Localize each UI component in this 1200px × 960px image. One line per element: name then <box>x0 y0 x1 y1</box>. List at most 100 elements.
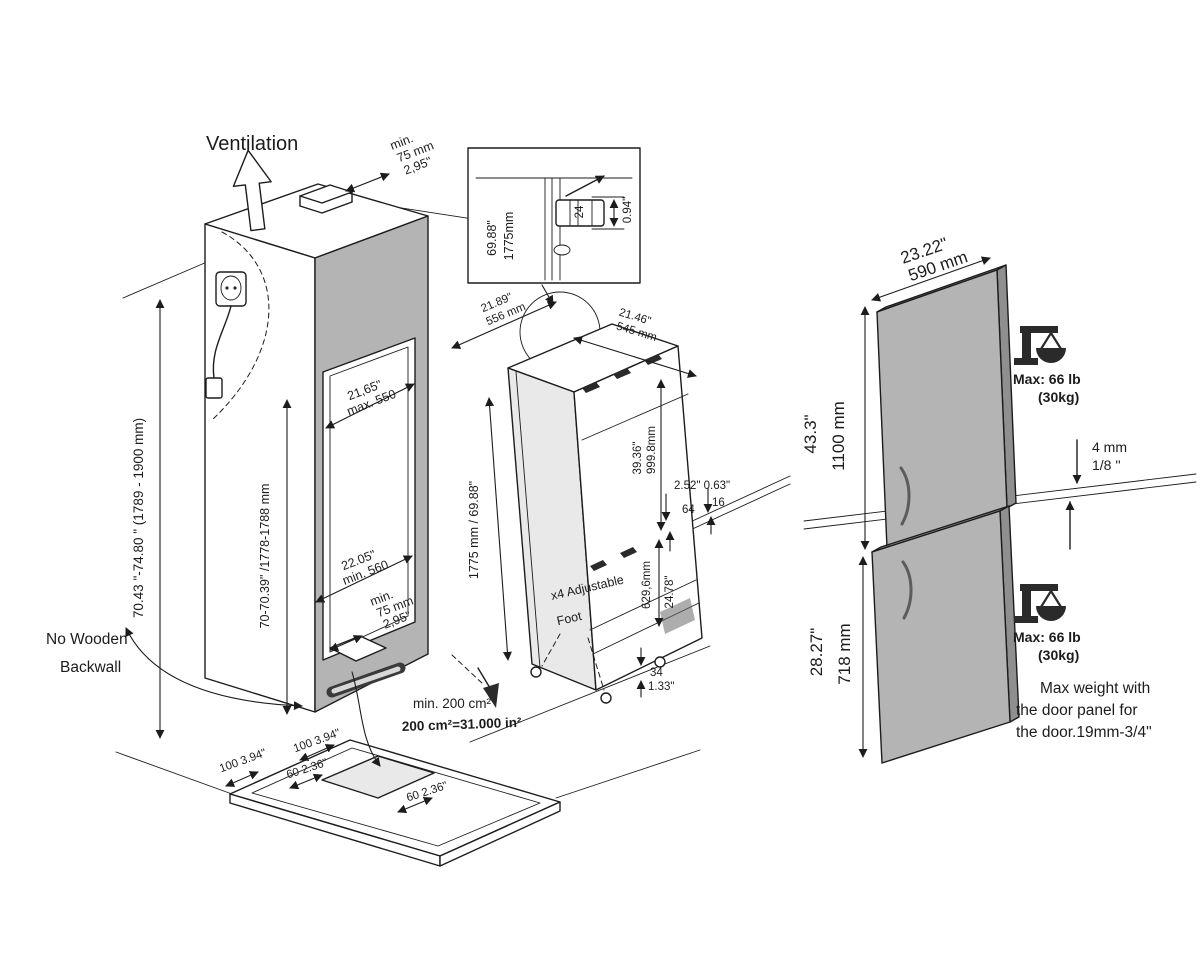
dim-gap-mm: 64 <box>682 504 695 516</box>
dim-niche-depth-top: 21,65" max. 550 <box>325 377 415 429</box>
dim-lower-in: 28.27" <box>807 628 826 677</box>
upper-panel-face <box>876 269 1008 549</box>
max-weight-lower-l2: (30kg) <box>1038 647 1079 663</box>
lower-panel-face <box>871 510 1011 764</box>
note-line2: the door panel for <box>1016 702 1138 719</box>
floor-line-right <box>555 749 701 799</box>
dim-freezer-mm: 629,6mm <box>641 561 653 609</box>
dim-upper-in: 43.3" <box>801 414 820 453</box>
dim-gap-mm2: 16 <box>712 497 725 509</box>
foot-wheel-1 <box>530 666 542 678</box>
base-plate-edge-right <box>439 801 561 867</box>
dim-fridge-height: 39.36" 999.8mm <box>632 379 666 531</box>
dim-depth-top-arrow <box>325 383 415 429</box>
power-outlet-icon <box>205 271 247 399</box>
inset-top-mm: 24 <box>574 205 586 218</box>
weight-limit-upper: Max: 66 lb (30kg) <box>1013 326 1081 405</box>
hinge-block-1 <box>582 382 600 393</box>
dim-foot-in: 1.33" <box>648 681 674 693</box>
foot-wheel-3 <box>654 656 666 668</box>
dim-gap-in: 2.52" 0.63" <box>674 480 730 492</box>
door-edge-line <box>515 371 541 669</box>
note-line3: the door.19mm-3/4" <box>1016 724 1152 741</box>
no-backwall-line1: No Wooden <box>46 631 128 648</box>
cable-route-dashed <box>211 231 270 421</box>
inset-height-mm: 1775mm <box>502 212 516 261</box>
floor-line-left <box>115 751 233 795</box>
base-plate-hole <box>321 755 435 799</box>
plinth-vent-slot-inner <box>331 666 401 694</box>
drawer-line <box>589 579 697 631</box>
foot-label-l2: Foot <box>555 609 583 628</box>
outlet-socket <box>220 275 242 301</box>
dim-door-gap: 2.52" 0.63" 64 16 <box>661 480 730 552</box>
vent-min-label: min. 200 cm² <box>413 696 492 711</box>
foot-wheel-2 <box>600 692 612 704</box>
dim-top-gap-arrow <box>345 172 390 193</box>
ventilation-label: Ventilation <box>206 133 298 155</box>
max-weight-lower-l1: Max: 66 lb <box>1013 629 1081 645</box>
dim-lower-panel-height: 28.27" 718 mm <box>807 556 868 758</box>
outlet-cord <box>212 305 232 379</box>
compressor-shade <box>660 598 695 634</box>
base-plate-border <box>251 747 541 847</box>
door-panels-drawing: 23.22" 590 mm 43.3" 1100 mm 28.27" 718 m… <box>801 234 1197 764</box>
panel-weight-note: Max weight with the door panel for the d… <box>1016 680 1152 741</box>
dim-panel-gap: 4 mm 1/8 '' <box>1065 439 1127 550</box>
lower-panel-handle-recess <box>901 560 913 620</box>
inset-top-in: 0.94" <box>622 197 634 223</box>
divider-block-2 <box>620 547 637 558</box>
inset-height-in: 69.88" <box>485 220 499 256</box>
outlet-pin-left <box>225 286 229 290</box>
dim-outer-label: 70.43 "-74.80 " (1789 - 1900 mm) <box>131 418 146 618</box>
dim-bottom-gap-arrow <box>329 635 363 651</box>
weight-limit-lower: Max: 66 lb (30kg) <box>1013 584 1081 663</box>
dim-freezer-in: 24.78" <box>664 576 676 609</box>
no-backwall-line2: Backwall <box>60 659 121 676</box>
outlet-pin-right <box>233 286 237 290</box>
dim-unit-height: 1775 mm / 69.88" <box>467 397 512 661</box>
inset-open-arrow <box>565 175 605 197</box>
ceiling-line-left <box>122 261 208 299</box>
cabinet-drawing: Ventilation min. 75 mm 2,95" 70.43 "-74.… <box>46 131 629 795</box>
dim-niche-label: 70-70.39" /1778-1788 mm <box>258 484 272 629</box>
dim-lower-mm: 718 mm <box>835 623 854 684</box>
dim-freezer-height: 629,6mm 24.78" <box>641 539 676 627</box>
vent-route-arrow <box>351 671 381 767</box>
appliance-drawing: 69.88" 1775mm 24 0.94" <box>402 147 791 743</box>
upper-door-panel <box>876 264 1017 549</box>
duct-bottom <box>299 201 353 214</box>
unit-front-face <box>573 345 703 691</box>
panel-gap-l1: 4 mm <box>1092 439 1127 455</box>
inset-pointer-arrow <box>541 284 554 305</box>
dim-upper-panel-height: 43.3" 1100 mm <box>801 306 870 550</box>
no-backwall-arrow <box>125 627 303 711</box>
dim-height-label: 1775 mm / 69.88" <box>467 481 481 579</box>
airflow-arrow-shaft <box>477 667 491 689</box>
base-plate-drawing: 100 3.94" 100 3.94" 60 2.36" 60 2.36" <box>218 671 701 867</box>
ventilation-arrow-icon <box>232 149 272 232</box>
dim-foot-mm: 34 <box>650 667 663 679</box>
dim-fridge-mm: 999.8mm <box>646 426 658 474</box>
top-detail-inset: 69.88" 1775mm 24 0.94" <box>467 147 641 284</box>
upper-panel-handle-recess <box>899 466 911 526</box>
dim-fridge-in: 39.36" <box>632 442 644 475</box>
floor-line-unit <box>469 645 711 743</box>
shelf-line <box>581 393 689 441</box>
note-line1: Max weight with <box>1040 680 1150 697</box>
lower-door-panel <box>871 505 1020 764</box>
inset-detail-oval <box>553 244 571 256</box>
airflow-leader <box>451 654 484 685</box>
max-weight-upper-l2: (30kg) <box>1038 389 1079 405</box>
vent-eq-label: 200 cm²=31.000 in² <box>402 715 523 734</box>
dim-foot-height: 34 1.33" <box>636 647 674 698</box>
divider-block-1 <box>590 560 607 571</box>
scale-icon <box>1014 326 1066 365</box>
outlet-plug <box>205 377 223 399</box>
max-weight-upper-l1: Max: 66 lb <box>1013 371 1081 387</box>
panel-gap-l2: 1/8 '' <box>1092 457 1121 473</box>
dim-depth-bottom-arrow <box>315 555 413 603</box>
scale-icon <box>1014 584 1066 623</box>
